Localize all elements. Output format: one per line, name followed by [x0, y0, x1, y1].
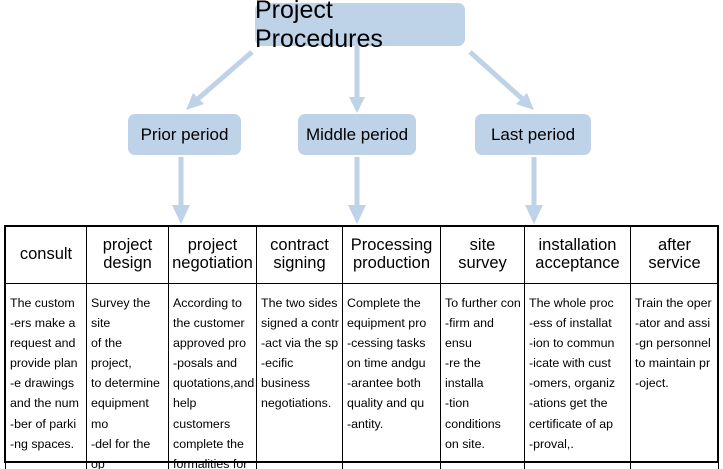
arrow-title-to-prior: [186, 50, 254, 110]
arrow-middle-to-table: [348, 157, 366, 224]
table-cell-after-service: Train the oper -ator and assi -gn person…: [630, 282, 719, 469]
header-label: installation acceptance: [535, 236, 620, 272]
period-node-middle[interactable]: Middle period: [298, 114, 416, 155]
cell-text: Train the oper -ator and assi -gn person…: [635, 296, 712, 391]
table-header-installation-acceptance[interactable]: installation acceptance: [524, 226, 631, 284]
table-header-project-negotiation[interactable]: project negotiation: [168, 226, 257, 284]
arrow-prior-to-table: [172, 157, 190, 224]
table-header-project-design[interactable]: project design: [86, 226, 169, 284]
title-node[interactable]: Project Procedures: [255, 0, 465, 53]
header-label: after service: [648, 236, 701, 272]
procedure-table: consult project design project negotiati…: [5, 226, 719, 469]
table-header-row: consult project design project negotiati…: [5, 226, 719, 284]
table-header-processing-production[interactable]: Processing production: [342, 226, 441, 284]
period-node-prior[interactable]: Prior period: [128, 114, 241, 155]
cell-text: Complete the equipment pro -cessing task…: [347, 296, 427, 431]
period-node-last[interactable]: Last period: [475, 114, 591, 155]
table-header-site-survey[interactable]: site survey: [440, 226, 525, 284]
table-header-consult[interactable]: consult: [5, 226, 87, 284]
cell-text: To further con -firm and ensu -re the in…: [445, 296, 521, 451]
header-label: project design: [102, 236, 153, 272]
table-cell-processing-production: Complete the equipment pro -cessing task…: [342, 282, 441, 469]
table-cell-installation-acceptance: The whole proc -ess of installat -ion to…: [524, 282, 631, 469]
table-header-after-service[interactable]: after service: [630, 226, 719, 284]
table-cell-consult: The custom -ers make a request and provi…: [5, 282, 87, 469]
table-cell-project-negotiation: According to the customer approved pro -…: [168, 282, 257, 469]
table-body-row: The custom -ers make a request and provi…: [5, 282, 719, 469]
header-label: contract signing: [270, 236, 329, 272]
cell-text: According to the customer approved pro -…: [173, 296, 255, 469]
cell-text: The custom -ers make a request and provi…: [10, 296, 79, 451]
table-cell-project-design: Survey the site of the project, to deter…: [86, 282, 169, 469]
table-cell-site-survey: To further con -firm and ensu -re the in…: [440, 282, 525, 469]
header-label: site survey: [458, 236, 507, 272]
cell-text: Survey the site of the project, to deter…: [91, 296, 160, 469]
header-label: consult: [19, 245, 73, 264]
cell-text: The whole proc -ess of installat -ion to…: [529, 296, 616, 451]
header-label: Processing production: [350, 236, 433, 272]
cell-text: The two sides signed a contr -act via th…: [261, 296, 339, 411]
header-label: project negotiation: [172, 236, 253, 272]
arrow-title-to-last: [468, 50, 534, 110]
table-cell-contract-signing: The two sides signed a contr -act via th…: [256, 282, 343, 469]
arrow-last-to-table: [525, 157, 543, 224]
arrow-title-to-middle: [349, 46, 365, 113]
table-header-contract-signing[interactable]: contract signing: [256, 226, 343, 284]
